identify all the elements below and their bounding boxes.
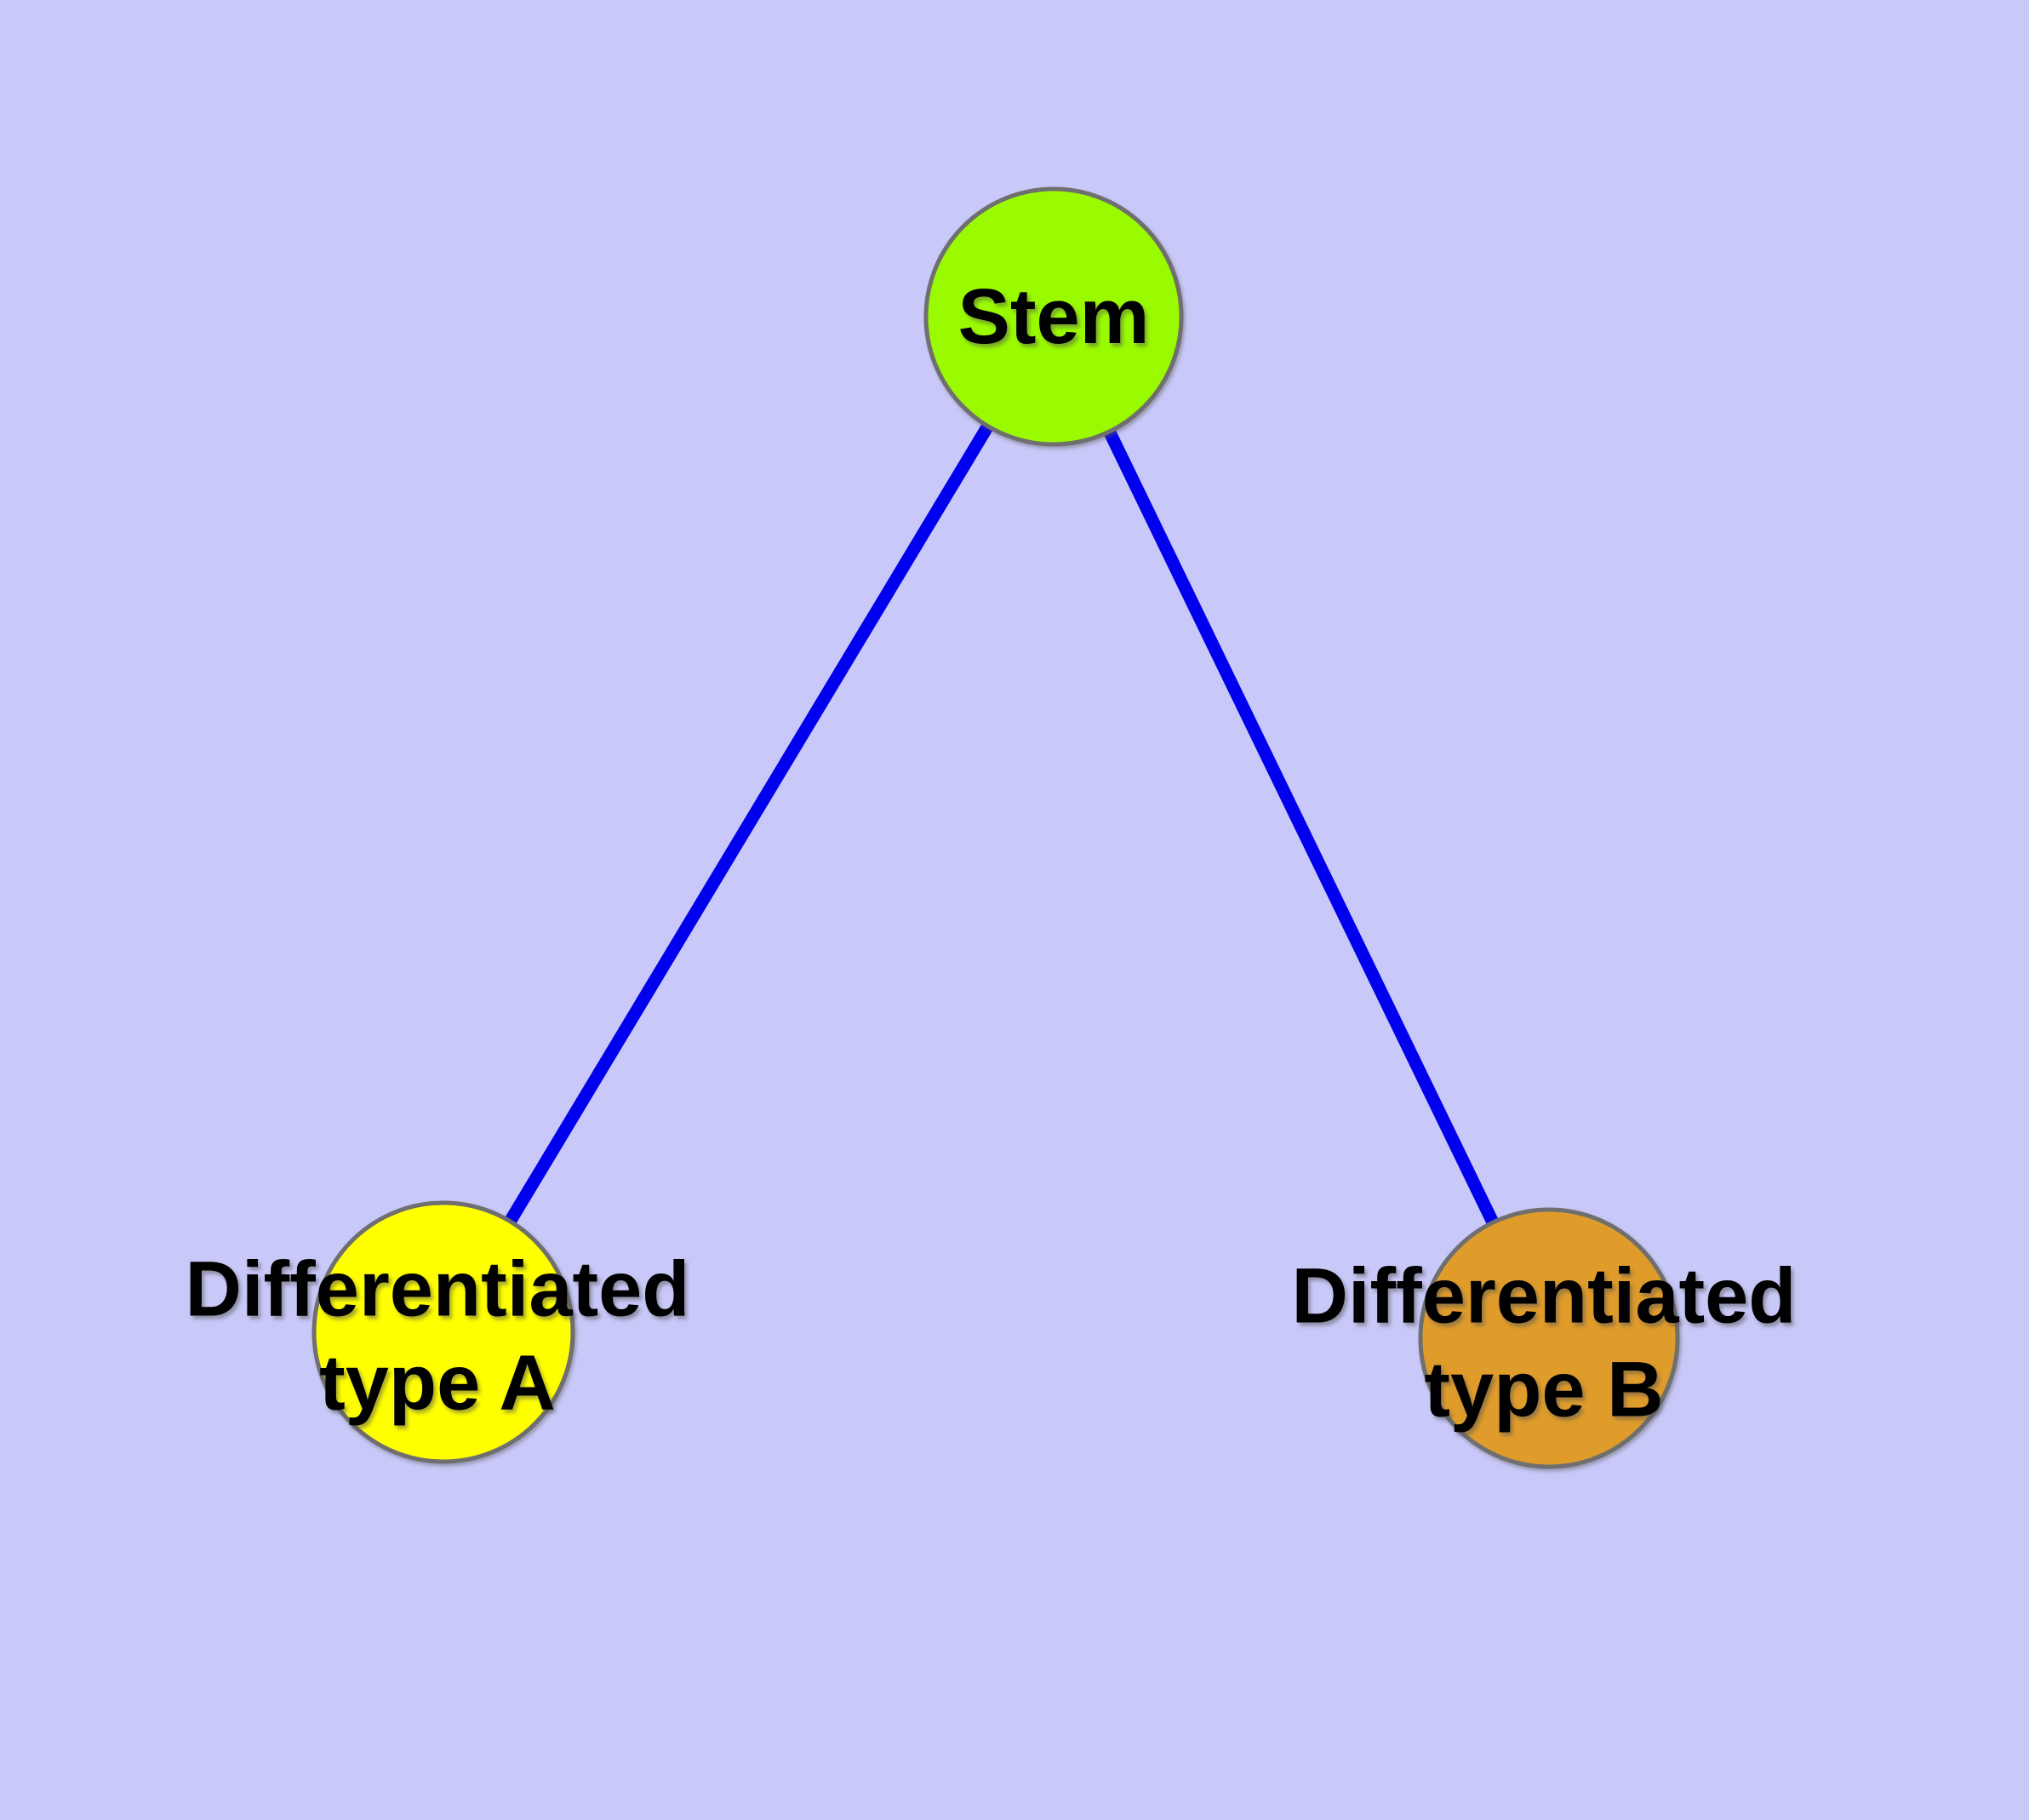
node-differentiated-type-b-label: Differentiated type B (1291, 1252, 1797, 1434)
edge-stem-to-type-a (437, 310, 1060, 1339)
node-differentiated-type-a-label: Differentiated type A (185, 1245, 690, 1427)
edge-stem-to-type-b (1047, 310, 1556, 1345)
node-differentiated-type-a-circle (311, 1200, 575, 1464)
node-stem-circle (923, 186, 1184, 447)
node-stem-label: Stem (957, 272, 1150, 360)
node-differentiated-type-b-circle (1418, 1207, 1680, 1469)
